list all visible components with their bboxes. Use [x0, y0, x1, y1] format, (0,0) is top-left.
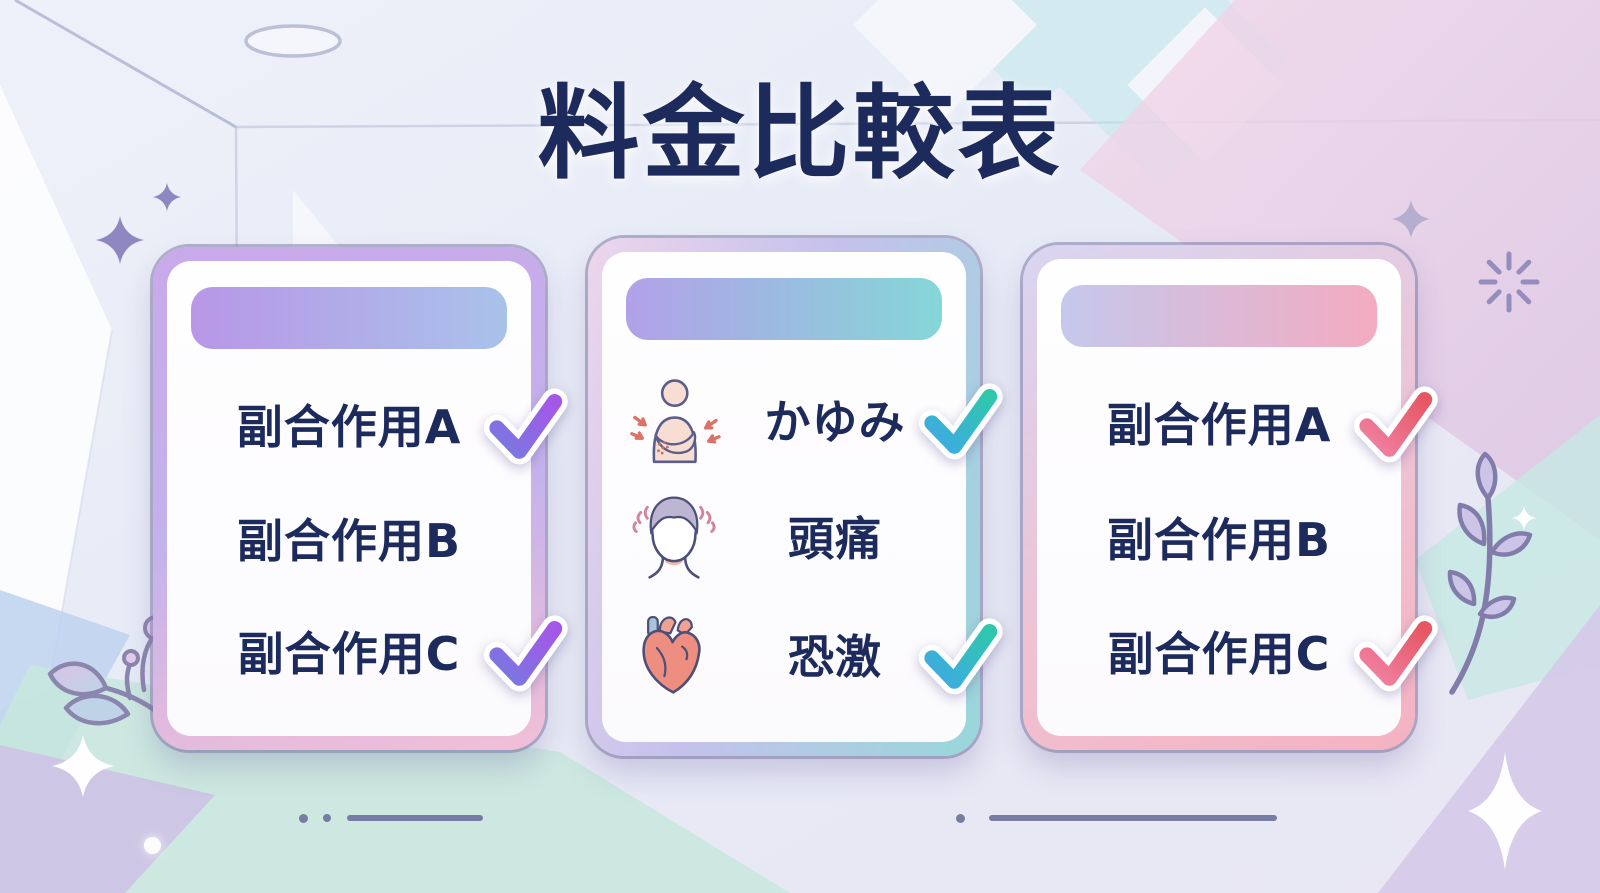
feature-label: 副合作用B: [1106, 512, 1332, 567]
checkmark-icon: [483, 615, 568, 692]
card-body: 副合作用A 副合作用B 副合作用C: [167, 261, 568, 736]
leaf-branch-icon: [47, 615, 201, 751]
card-header-bar: [191, 287, 507, 349]
feature-row: 副合作用C: [191, 602, 568, 700]
card-body: 副合作用A 副合作用B 副合作用C: [1037, 259, 1438, 736]
symptom-row: かゆみ: [626, 370, 1003, 468]
headache-face-icon: [632, 496, 716, 579]
card-gradient-border: かゆみ: [588, 238, 1003, 756]
card-header-bar: [626, 278, 942, 340]
underline-dot: [299, 814, 308, 823]
plan-card-left: 副合作用A 副合作用B 副合作用C: [153, 247, 568, 750]
feature-label: 副合作用C: [1107, 626, 1331, 681]
card-header-bar: [1061, 285, 1377, 347]
checkmark-icon: [1353, 615, 1438, 692]
underline-line: [347, 815, 483, 821]
symptom-row: 頭痛: [626, 487, 942, 585]
feature-label: 副合作用A: [236, 399, 462, 454]
feature-label: 副合作用A: [1106, 398, 1332, 453]
itch-person-icon: [630, 378, 721, 463]
checkmark-icon: [918, 382, 1003, 459]
feature-row: 副合作用B: [1061, 488, 1377, 586]
radial-burst-icon: [1478, 251, 1540, 313]
heart-icon: [642, 615, 701, 694]
feature-row: 副合作用A: [1061, 373, 1438, 471]
feature-label: 副合作用B: [236, 513, 462, 568]
plan-card-middle: かゆみ: [588, 238, 1003, 756]
sparkle-icon: [96, 183, 181, 264]
white-dot-decoration: [144, 837, 161, 854]
leaf-branch-icon: [1447, 451, 1533, 695]
feature-row: 副合作用A: [191, 375, 568, 473]
symptom-row: 恐激: [626, 605, 1003, 703]
sparkle-icon: [52, 506, 1542, 870]
checkmark-icon: [483, 388, 568, 465]
underline-line: [989, 815, 1277, 821]
symptom-label: 頭痛: [788, 512, 882, 566]
underline-dot: [323, 814, 331, 822]
page-title: 料金比較表: [537, 75, 1063, 194]
symptom-label: かゆみ: [764, 394, 906, 449]
card-gradient-border: 副合作用A 副合作用B 副合作用C: [1023, 245, 1438, 750]
symptom-label: 恐激: [788, 629, 882, 684]
checkmark-icon: [918, 617, 1003, 694]
underline-dot: [956, 814, 965, 823]
card-body: かゆみ: [602, 252, 1003, 742]
ceiling-light-icon: [244, 24, 342, 58]
checkmark-icon: [1353, 386, 1438, 463]
card-gradient-border: 副合作用A 副合作用B 副合作用C: [153, 247, 568, 750]
feature-row: 副合作用B: [191, 489, 507, 587]
plan-card-right: 副合作用A 副合作用B 副合作用C: [1023, 245, 1438, 750]
feature-row: 副合作用C: [1061, 602, 1438, 700]
feature-label: 副合作用C: [237, 627, 461, 682]
sparkle-icon: [1392, 200, 1430, 238]
